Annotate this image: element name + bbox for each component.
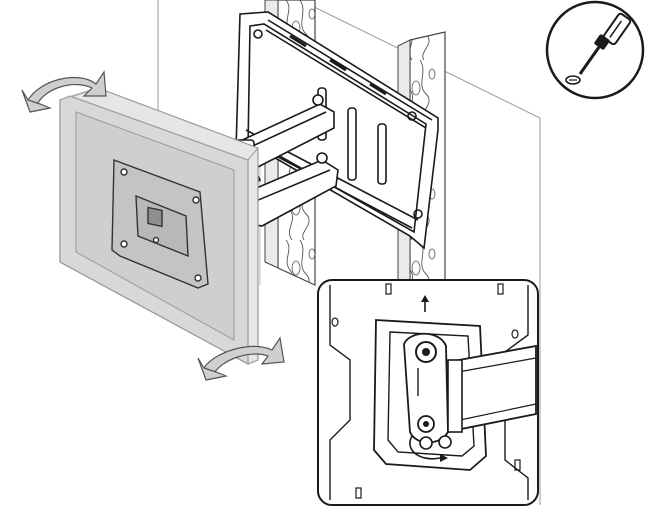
screwdriver-icon bbox=[545, 0, 645, 100]
wall-plate bbox=[235, 11, 439, 250]
rotate-arrow-icon bbox=[21, 70, 107, 113]
rotate-arrow-icon bbox=[197, 336, 285, 381]
tv-adapter-plate bbox=[111, 159, 209, 289]
bracket-close-up bbox=[317, 279, 539, 506]
